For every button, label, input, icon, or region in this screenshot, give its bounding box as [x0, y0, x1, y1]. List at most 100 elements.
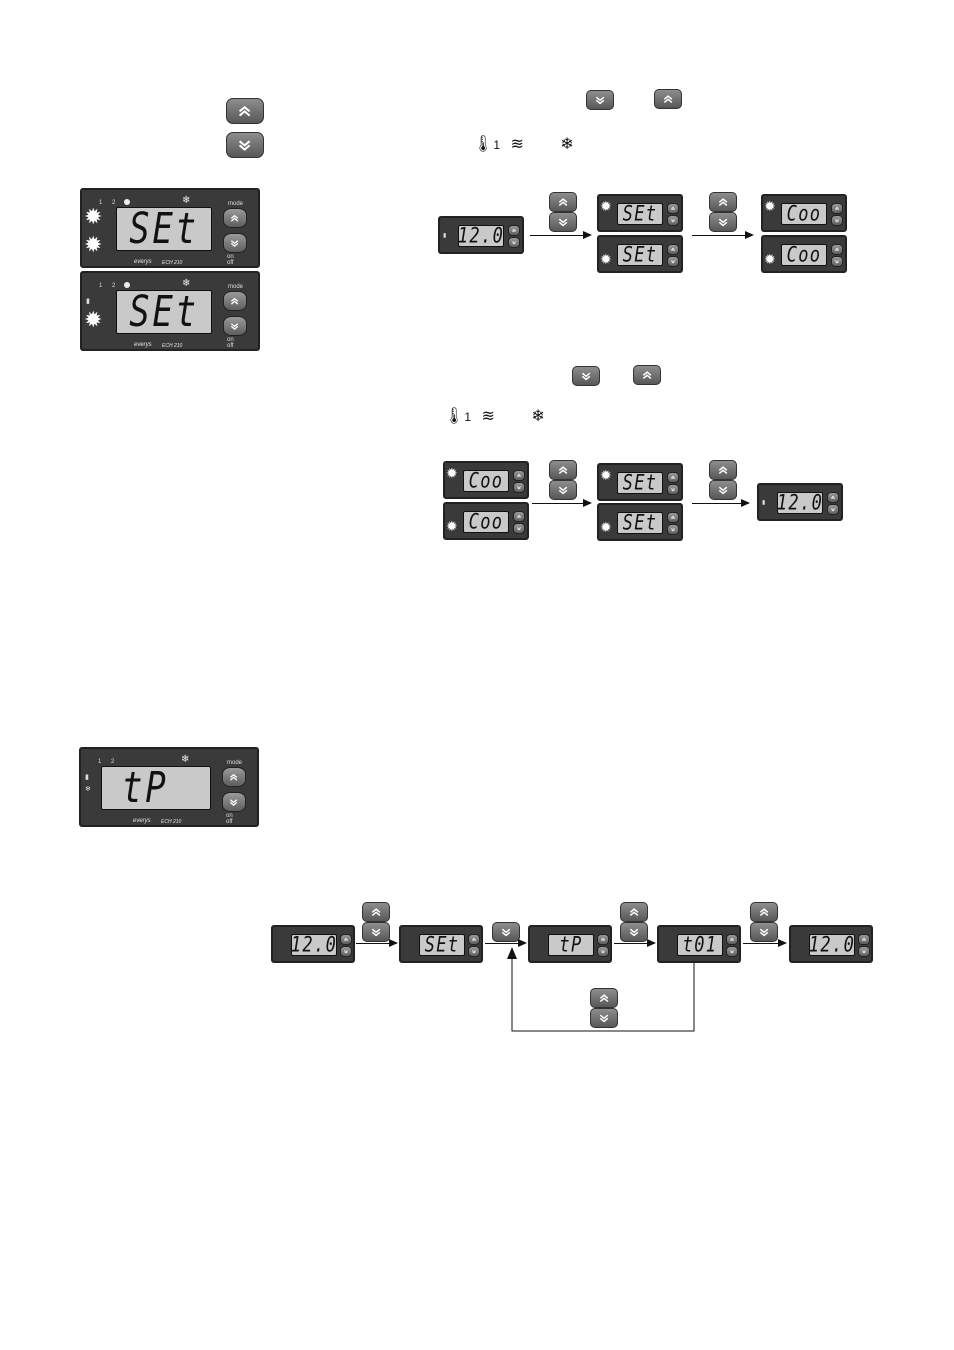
double-chevron-up-icon — [554, 464, 572, 477]
flow1-down-button[interactable] — [586, 90, 614, 110]
panel-up-button[interactable] — [513, 511, 525, 522]
led-1-label: 1 — [99, 200, 103, 206]
panel-up-button[interactable] — [667, 472, 679, 483]
loop-down-button[interactable] — [590, 1008, 618, 1028]
flow3-down-button-a[interactable] — [362, 922, 390, 942]
panel-down-button[interactable] — [831, 256, 843, 267]
lcd-value: 12.0 — [808, 932, 856, 958]
double-chevron-down-icon — [714, 484, 732, 497]
panel-up-button[interactable] — [597, 934, 609, 945]
panel-tp: 1 2 ❄ mode ▮ ❄ tP on off everys ECH 210 — [79, 747, 259, 827]
panel-up-button[interactable] — [468, 934, 480, 945]
double-chevron-down-icon — [755, 926, 773, 939]
panel-down-button[interactable] — [667, 256, 679, 267]
loop-up-button[interactable] — [590, 988, 618, 1008]
lcd-display: t01 — [677, 933, 723, 958]
panel-down-button[interactable] — [667, 215, 679, 226]
flow2-up-button-a[interactable] — [549, 460, 577, 480]
flow2-down-button-a[interactable] — [549, 480, 577, 500]
flow3-down-button-d[interactable] — [750, 922, 778, 942]
flashing-icon: ✹ — [764, 251, 776, 267]
panel-down-button[interactable] — [468, 946, 480, 957]
double-chevron-up-icon — [595, 992, 613, 1005]
double-chevron-down-icon — [861, 949, 867, 954]
probe-number: 1 — [464, 410, 471, 424]
panel-up-button[interactable] — [513, 470, 525, 481]
panel-up-button[interactable] — [223, 291, 247, 311]
flow3-down-button-b[interactable] — [492, 922, 520, 942]
panel-up-button[interactable] — [726, 934, 738, 945]
panel-up-button[interactable] — [831, 244, 843, 255]
panel-up-button[interactable] — [667, 203, 679, 214]
panel-up-button[interactable] — [508, 225, 520, 236]
lcd-value: SEt — [129, 204, 199, 254]
double-chevron-up-icon — [511, 228, 517, 233]
mode-label: mode — [228, 201, 244, 207]
panel-down-button[interactable] — [340, 946, 352, 957]
panel-down-button[interactable] — [827, 504, 839, 515]
flow2-up-button-b[interactable] — [709, 460, 737, 480]
flow2-panel-1a: ✹ Coo — [443, 461, 529, 499]
panel-up-button[interactable] — [667, 512, 679, 523]
status-icons: ▮ — [443, 233, 447, 239]
lcd-display: Coo — [781, 202, 827, 227]
flow1-up-button-a[interactable] — [549, 192, 577, 212]
panel-down-button[interactable] — [222, 792, 246, 812]
on-label: on — [226, 813, 233, 819]
panel-down-button[interactable] — [858, 946, 870, 957]
lcd-display: tP — [548, 932, 594, 958]
panel-down-button[interactable] — [508, 237, 520, 248]
lcd-value: tP — [559, 932, 583, 958]
double-chevron-down-icon — [232, 137, 257, 154]
lcd-value: Coo — [786, 242, 822, 268]
flow1-up-button-b[interactable] — [709, 192, 737, 212]
panel-down-button[interactable] — [667, 524, 679, 535]
flow3-up-button-c[interactable] — [620, 902, 648, 922]
flow1-down-button-a[interactable] — [549, 212, 577, 232]
panel-up-button[interactable] — [667, 244, 679, 255]
panel-down-button[interactable] — [513, 523, 525, 534]
flow2-down-button[interactable] — [572, 366, 600, 386]
double-chevron-up-icon — [343, 937, 349, 942]
flow1-panel-2b: ✹ SEt — [597, 235, 683, 273]
lcd-value: tP — [122, 763, 169, 813]
panel-down-button[interactable] — [513, 482, 525, 493]
flashing-icon: ✹ — [600, 251, 612, 267]
flow1-panel-3b: ✹ Coo — [761, 235, 847, 273]
up-button[interactable] — [226, 98, 264, 124]
panel-up-button[interactable] — [340, 934, 352, 945]
panel-up-button[interactable] — [223, 208, 247, 228]
down-button[interactable] — [226, 132, 264, 158]
lcd-display: Coo — [463, 469, 509, 494]
flow-arrow — [485, 939, 527, 947]
flow2-down-button-b[interactable] — [709, 480, 737, 500]
led-2-label: 2 — [112, 283, 116, 289]
flow2-up-button[interactable] — [633, 365, 661, 385]
panel-up-button[interactable] — [827, 492, 839, 503]
lcd-display: Coo — [781, 242, 827, 268]
panel-up-button[interactable] — [831, 203, 843, 214]
flow3-up-button-d[interactable] — [750, 902, 778, 922]
flow1-down-button-b[interactable] — [709, 212, 737, 232]
panel-down-button[interactable] — [726, 946, 738, 957]
double-chevron-down-icon — [516, 485, 522, 490]
panel-up-button[interactable] — [858, 934, 870, 945]
flow3-up-button-a[interactable] — [362, 902, 390, 922]
panel-up-button[interactable] — [222, 767, 246, 787]
panel-down-button[interactable] — [831, 215, 843, 226]
double-chevron-up-icon — [659, 93, 677, 106]
thermometer-icon: 🌡 — [473, 136, 494, 153]
double-chevron-down-icon — [595, 1012, 613, 1025]
double-chevron-up-icon — [834, 206, 840, 211]
flow3-down-button-c[interactable] — [620, 922, 648, 942]
flashing-icon: ✹ — [84, 204, 103, 229]
flashing-icon: ✹ — [600, 198, 612, 214]
panel-down-button[interactable] — [667, 484, 679, 495]
double-chevron-up-icon — [516, 514, 522, 519]
flow1-up-button[interactable] — [654, 89, 682, 109]
panel-down-button[interactable] — [597, 946, 609, 957]
lcd-value: SEt — [424, 932, 460, 958]
panel-down-button[interactable] — [223, 316, 247, 336]
panel-down-button[interactable] — [223, 233, 247, 253]
flow-arrow — [614, 939, 656, 947]
